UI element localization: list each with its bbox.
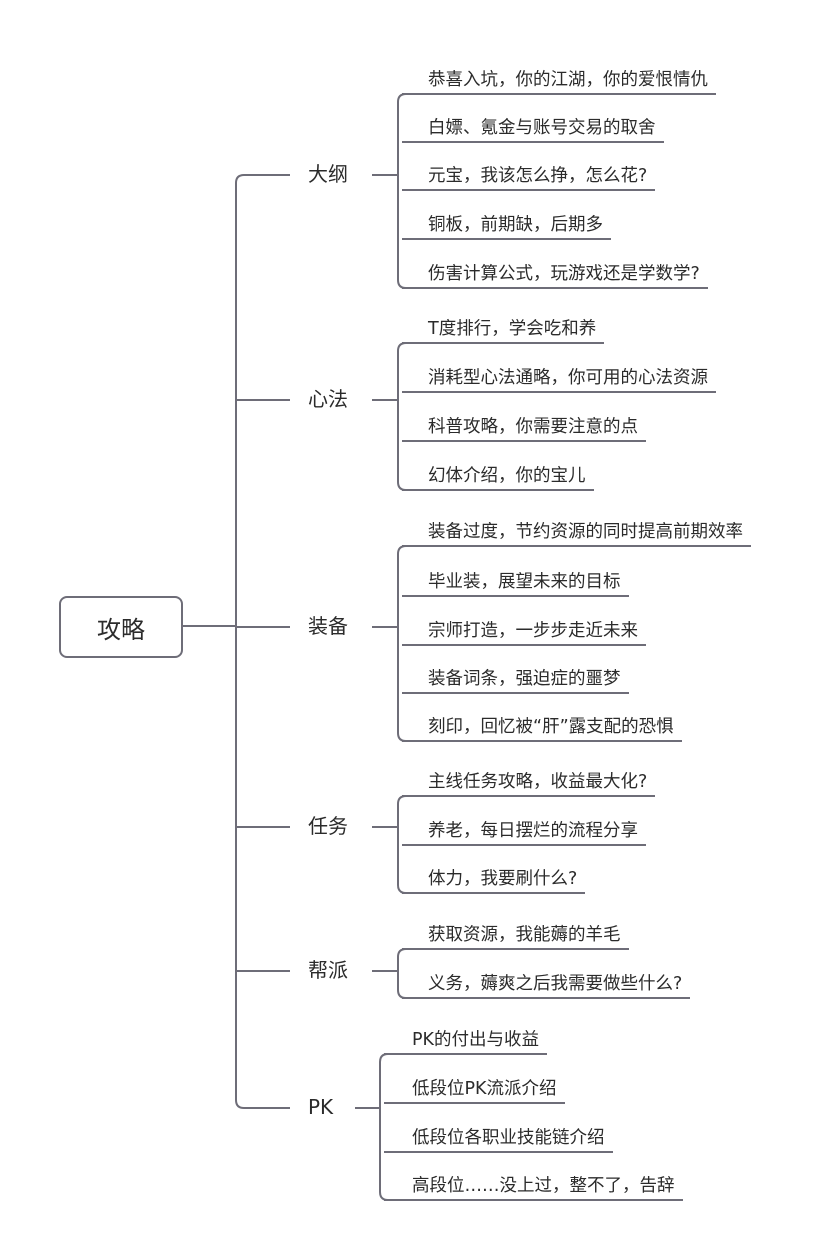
leaf-node[interactable]: 装备词条，强迫症的噩梦 (402, 666, 629, 694)
leaf-node[interactable]: 宗师打造，一步步走近未来 (402, 618, 646, 646)
leaf-node[interactable]: 主线任务攻略，收益最大化? (402, 769, 656, 797)
leaf-node[interactable]: 义务，薅爽之后我需要做些什么? (402, 971, 691, 999)
leaf-node[interactable]: 装备过度，节约资源的同时提高前期效率 (402, 519, 751, 547)
leaf-node[interactable]: 毕业装，展望未来的目标 (402, 569, 629, 597)
category-node[interactable]: PK (308, 1095, 334, 1119)
category-node[interactable]: 装备 (308, 614, 348, 638)
leaf-node[interactable]: 伤害计算公式，玩游戏还是学数学? (402, 261, 708, 289)
leaf-node[interactable]: PK的付出与收益 (384, 1027, 548, 1055)
leaf-node[interactable]: 幻体介绍，你的宝儿 (402, 463, 594, 491)
root-node[interactable]: 攻略 (59, 596, 183, 658)
leaf-node[interactable]: 低段位PK流派介绍 (384, 1076, 565, 1104)
leaf-node[interactable]: 高段位……没上过，整不了，告辞 (384, 1173, 683, 1201)
trunk-line (235, 174, 290, 1109)
leaf-node[interactable]: 恭喜入坑，你的江湖，你的爱恨情仇 (402, 67, 716, 95)
leaf-bracket (397, 93, 407, 289)
leaf-bracket (397, 545, 407, 742)
leaf-node[interactable]: 科普攻略，你需要注意的点 (402, 414, 646, 442)
leaf-node[interactable]: 获取资源，我能薅的羊毛 (402, 922, 629, 950)
leaf-node[interactable]: 白嫖、氪金与账号交易的取舍 (402, 115, 664, 143)
category-node[interactable]: 帮派 (308, 958, 348, 982)
leaf-bracket (397, 795, 407, 894)
leaf-node[interactable]: 消耗型心法通略，你可用的心法资源 (402, 365, 716, 393)
leaf-node[interactable]: 铜板，前期缺，后期多 (402, 212, 611, 240)
leaf-node[interactable]: 元宝，我该怎么挣，怎么花? (402, 163, 656, 191)
leaf-node[interactable]: T度排行，学会吃和养 (402, 316, 605, 344)
category-node[interactable]: 大纲 (308, 162, 348, 186)
leaf-node[interactable]: 养老，每日摆烂的流程分享 (402, 818, 646, 846)
category-node[interactable]: 心法 (308, 387, 348, 411)
leaf-bracket (379, 1053, 389, 1201)
leaf-node[interactable]: 低段位各职业技能链介绍 (384, 1125, 613, 1153)
leaf-bracket (397, 948, 407, 999)
leaf-node[interactable]: 刻印，回忆被“肝”露支配的恐惧 (402, 714, 682, 742)
leaf-bracket (397, 342, 407, 491)
category-node[interactable]: 任务 (308, 814, 348, 838)
leaf-node[interactable]: 体力，我要刷什么? (402, 866, 586, 894)
